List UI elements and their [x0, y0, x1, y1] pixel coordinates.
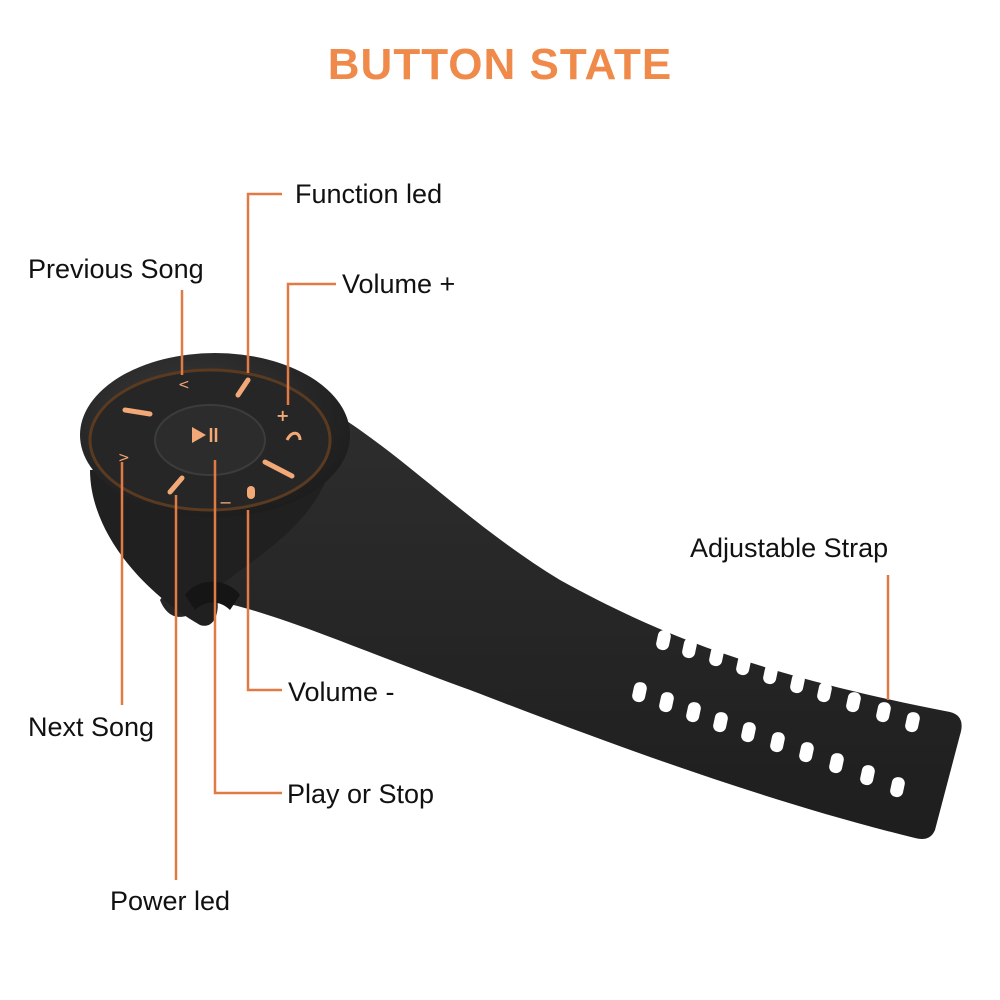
previous-icon: <	[178, 377, 190, 393]
strap-loop	[185, 581, 240, 610]
leader-volume-down	[246, 510, 282, 692]
leader-volume-up	[286, 282, 336, 405]
label-volume-up: Volume +	[342, 269, 456, 299]
strap	[160, 395, 962, 839]
strap-hole-row-top	[656, 630, 920, 733]
label-play-or-stop: Play or Stop	[287, 779, 435, 809]
leader-lines	[120, 192, 890, 880]
button-glyphs: < > + −	[118, 377, 302, 512]
minus-icon: −	[219, 493, 232, 512]
led-bars	[122, 377, 295, 495]
label-next-song: Next Song	[28, 712, 155, 742]
leader-function-led	[246, 192, 282, 373]
mic-icon	[247, 486, 255, 499]
label-adjustable-strap: Adjustable Strap	[690, 533, 889, 563]
play-pause-icon	[192, 427, 206, 443]
page-title: BUTTON STATE	[327, 40, 673, 89]
label-previous-song: Previous Song	[28, 254, 204, 284]
next-icon: >	[118, 450, 130, 466]
leader-play-or-stop	[213, 460, 282, 795]
label-volume-down: Volume -	[288, 677, 395, 707]
label-function-led: Function led	[295, 179, 443, 209]
strap-holes	[632, 630, 920, 798]
label-power-led: Power led	[110, 886, 231, 916]
plus-icon: +	[276, 406, 289, 425]
return-icon	[285, 431, 302, 441]
strap-hole-row-bottom	[632, 682, 905, 798]
